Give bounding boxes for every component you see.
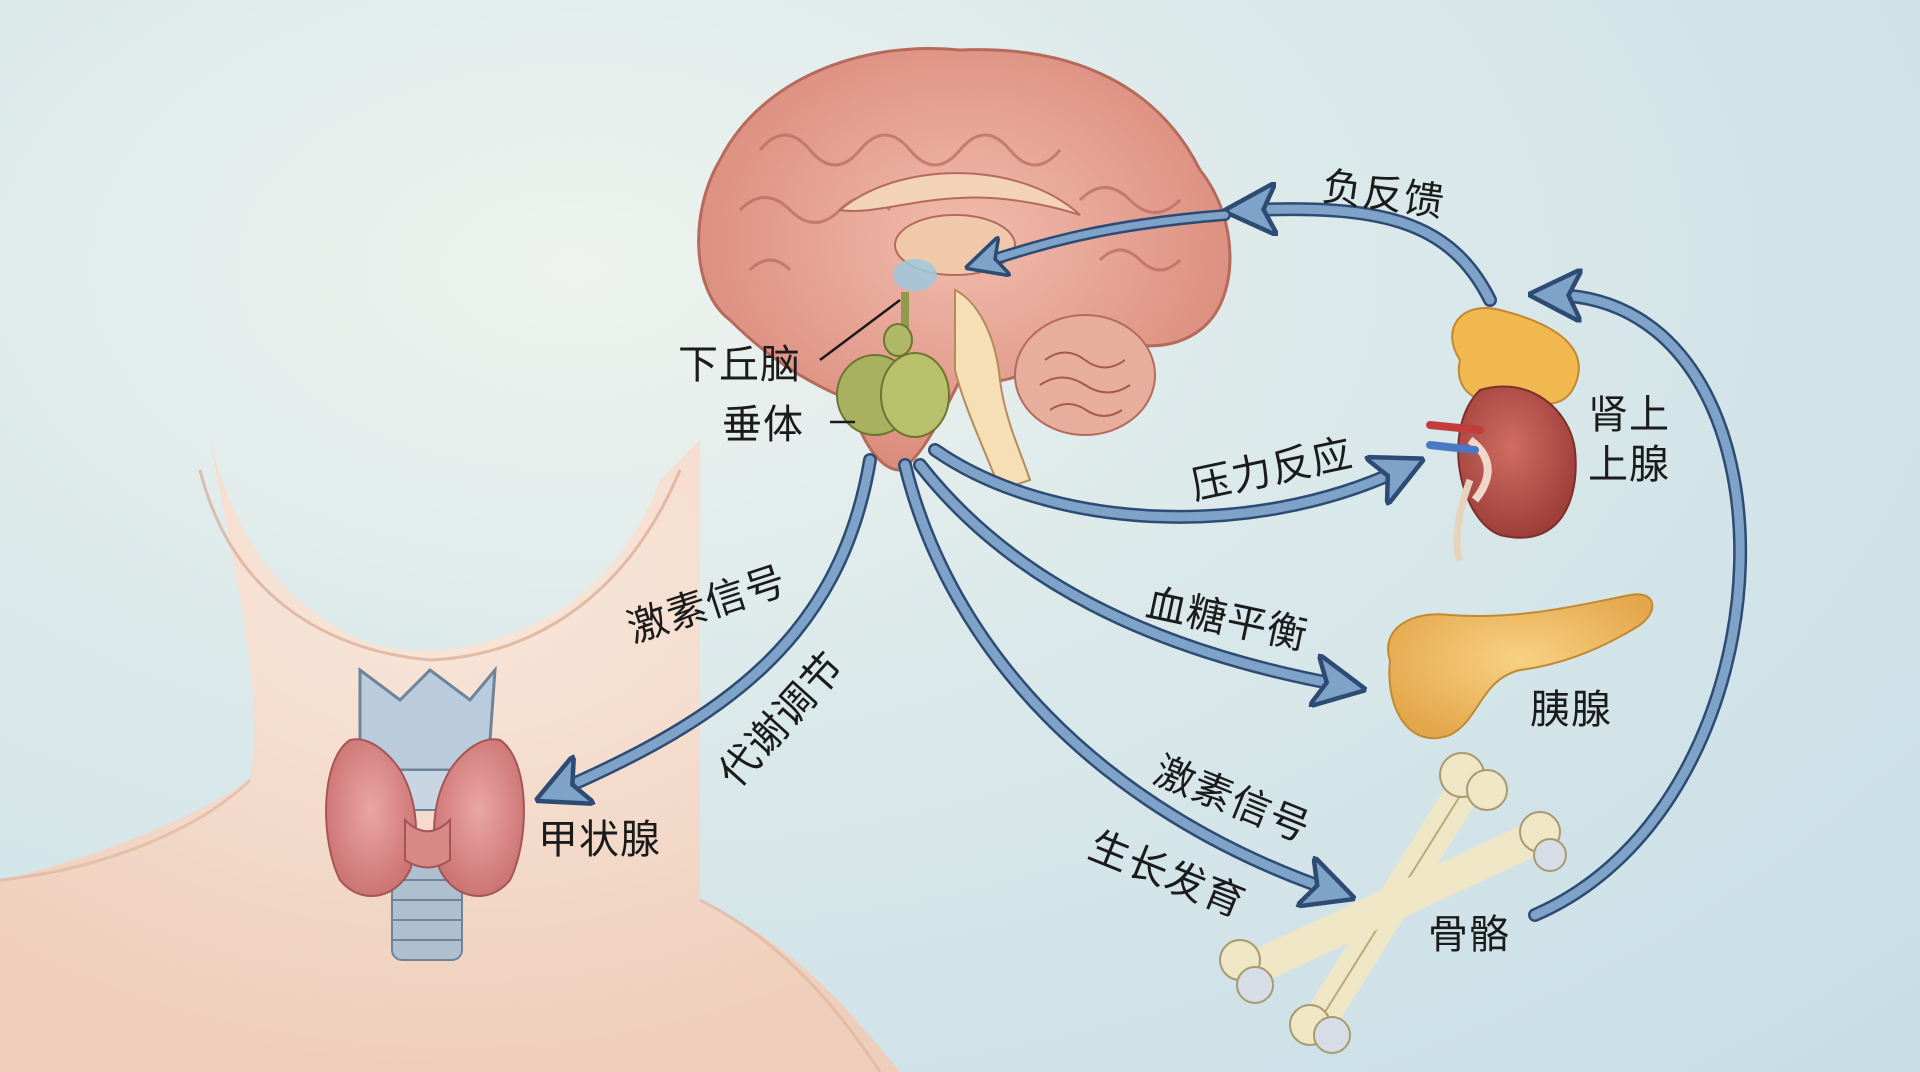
pancreas bbox=[1387, 593, 1654, 740]
kidney-adrenal bbox=[1426, 307, 1580, 562]
label-pancreas: 胰腺 bbox=[1530, 687, 1612, 733]
label-hypothalamus: 下丘脑 bbox=[678, 342, 801, 388]
label-pituitary: 垂体 bbox=[722, 402, 804, 448]
bones bbox=[1219, 752, 1567, 1054]
arrows bbox=[560, 209, 1748, 922]
label-adrenal-line1: 肾上 bbox=[1588, 392, 1670, 438]
pituitary-gland bbox=[836, 292, 950, 438]
hypothalamus-leader bbox=[819, 299, 901, 361]
label-thyroid: 甲状腺 bbox=[538, 817, 661, 863]
label-bone: 骨骼 bbox=[1428, 912, 1510, 958]
label-adrenal: 肾上 上腺 bbox=[1588, 390, 1670, 490]
label-adrenal-line2: 上腺 bbox=[1588, 442, 1670, 488]
thyroid-gland bbox=[325, 665, 525, 961]
